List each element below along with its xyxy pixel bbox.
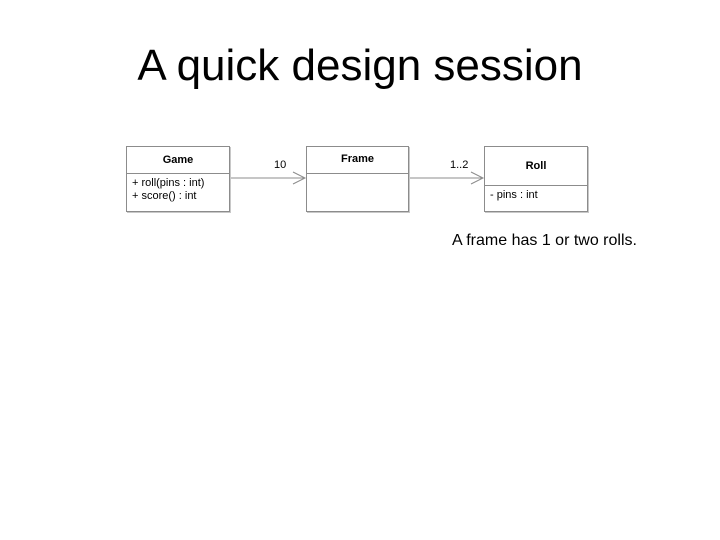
game-class-name: Game [127, 147, 229, 174]
frame-class-members [307, 174, 408, 180]
association-frame-roll [408, 171, 485, 185]
frame-class[interactable]: Frame [306, 146, 409, 212]
game-method-roll: + roll(pins : int) [132, 177, 205, 189]
multiplicity-frame-roll: 1..2 [450, 159, 469, 171]
roll-class-members: - pins : int [485, 186, 587, 205]
frame-class-name: Frame [307, 147, 408, 174]
slide-title: A quick design session [137, 41, 583, 90]
association-game-frame [229, 171, 307, 185]
roll-class[interactable]: Roll - pins : int [484, 146, 588, 212]
game-class-members: + roll(pins : int) + score() : int [127, 174, 229, 206]
roll-attribute-pins: - pins : int [490, 189, 538, 201]
game-method-score: + score() : int [132, 190, 197, 202]
note-text: A frame has 1 or two rolls. [452, 232, 637, 249]
multiplicity-game-frame: 10 [274, 159, 287, 171]
roll-class-name: Roll [485, 147, 587, 186]
game-class[interactable]: Game + roll(pins : int) + score() : int [126, 146, 230, 212]
